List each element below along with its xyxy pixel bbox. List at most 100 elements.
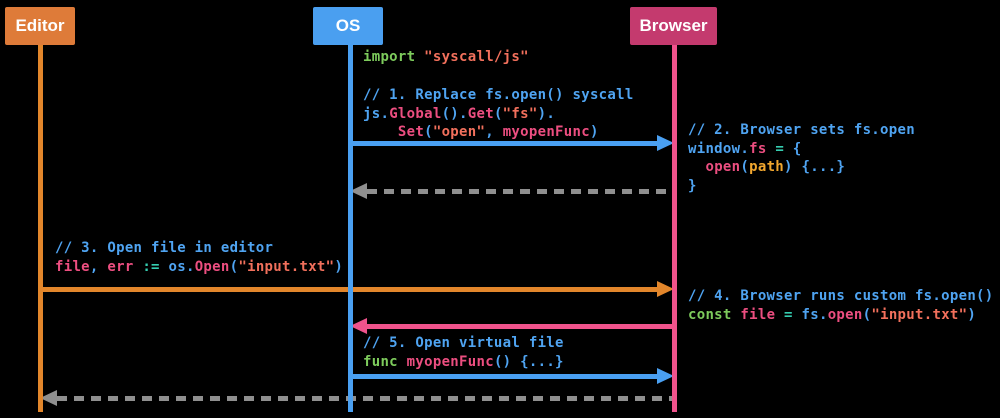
code-line: func myopenFunc() {...} — [363, 353, 564, 372]
lifeline-browser — [671, 45, 677, 412]
code-token-op: = — [784, 306, 793, 323]
code-import-syscall: import "syscall/js" — [363, 48, 529, 67]
message-line — [350, 373, 657, 379]
code-token-string: "fs" — [502, 105, 538, 122]
code-token-ident: err — [107, 258, 134, 275]
actor-label-browser: Browser — [639, 16, 708, 35]
lifeline-editor — [37, 45, 43, 412]
code-token-plain: window. — [688, 140, 750, 157]
arrowhead-right-icon — [657, 281, 674, 297]
code-token-ident: open — [705, 159, 741, 175]
arrowhead-left-icon — [350, 318, 367, 334]
code-line: // 1. Replace fs.open() syscall — [363, 86, 634, 105]
code-line: open(path) {...} — [688, 158, 915, 177]
arrowhead-right-icon — [657, 368, 674, 384]
code-token-plain: ) {...} — [784, 159, 846, 175]
code-token-plain: , — [89, 258, 108, 275]
code-token-plain: ( — [229, 258, 239, 275]
message-arrow-return-ack-2 — [40, 390, 674, 406]
code-token-ident: Global — [389, 105, 442, 122]
code-step4-browser-runs-custom: // 4. Browser runs custom fs.open() const… — [688, 287, 994, 324]
code-line: } — [688, 177, 915, 196]
code-token-ident: Open — [194, 258, 230, 275]
code-token-ident: file — [740, 306, 776, 323]
code-line: // 5. Open virtual file — [363, 334, 564, 353]
code-token-string: "open" — [432, 124, 486, 140]
code-token-ident: Get — [467, 105, 494, 122]
code-token-comment: // 3. Open file in editor — [55, 240, 274, 256]
code-step3-open-file-in-editor: // 3. Open file in editor file, err := os… — [55, 239, 343, 276]
code-token-plain: js. — [363, 105, 390, 122]
code-line: // 4. Browser runs custom fs.open() — [688, 287, 994, 306]
code-token-plain: ( — [493, 105, 503, 122]
code-line: // 3. Open file in editor — [55, 239, 343, 258]
code-token-param: path — [749, 159, 785, 175]
code-token-string: "syscall/js" — [424, 49, 529, 65]
code-token-plain — [134, 259, 143, 275]
code-line: const file = fs.open("input.txt") — [688, 306, 994, 325]
code-token-plain: ( — [862, 306, 872, 323]
code-token-plain — [775, 307, 784, 323]
code-step1-replace-syscall: // 1. Replace fs.open() syscall js.Global… — [363, 86, 634, 142]
code-token-op: = — [775, 140, 785, 157]
message-arrow-open-file — [40, 281, 674, 297]
message-line — [57, 395, 674, 401]
code-token-keyword: const — [688, 306, 732, 323]
lifeline-os — [347, 45, 353, 412]
message-line — [367, 323, 674, 329]
code-token-comment: // 5. Open virtual file — [363, 335, 564, 351]
code-token-ident: fs — [749, 140, 767, 157]
message-line — [367, 188, 674, 194]
code-line: // 2. Browser sets fs.open — [688, 121, 915, 140]
code-token-plain: ) — [589, 124, 599, 140]
message-arrow-return-ack-1 — [350, 183, 674, 199]
arrowhead-left-icon — [350, 183, 367, 199]
code-token-plain: os. — [159, 258, 195, 275]
actor-box-editor: Editor — [5, 7, 75, 45]
code-token-ident: myopenFunc — [406, 353, 494, 370]
code-token-ident: myopenFunc — [502, 124, 590, 140]
code-token-op: := — [142, 258, 160, 275]
code-token-comment: // 1. Replace fs.open() syscall — [363, 87, 634, 103]
code-token-keyword: import — [363, 49, 416, 65]
actor-box-browser: Browser — [630, 7, 717, 45]
message-line — [350, 140, 657, 146]
code-step5-open-virtual-file: // 5. Open virtual file func myopenFunc()… — [363, 334, 564, 371]
code-token-plain: ) — [967, 306, 977, 323]
arrowhead-right-icon — [657, 135, 674, 151]
code-token-plain: fs. — [792, 306, 828, 323]
code-token-plain: ) — [334, 258, 344, 275]
code-line: file, err := os.Open("input.txt") — [55, 258, 343, 277]
code-token-ident: file — [55, 258, 90, 275]
code-line: Set("open", myopenFunc) — [363, 123, 634, 142]
code-token-keyword: func — [363, 353, 398, 370]
code-token-plain: , — [485, 124, 503, 140]
code-token-ident: open — [827, 306, 863, 323]
code-line: js.Global().Get("fs"). — [363, 105, 634, 124]
message-arrow-call-fs-open — [350, 318, 674, 334]
code-token-string: "input.txt" — [871, 306, 968, 323]
code-token-plain — [688, 159, 705, 175]
code-token-plain: ). — [537, 105, 556, 122]
code-token-plain — [767, 141, 776, 157]
arrowhead-left-icon — [40, 390, 57, 406]
code-token-plain: { — [784, 140, 802, 157]
actor-label-os: OS — [335, 16, 361, 35]
code-token-comment: // 4. Browser runs custom fs.open() — [688, 288, 994, 304]
code-token-plain — [415, 49, 424, 65]
actor-label-editor: Editor — [15, 16, 65, 35]
code-line: import "syscall/js" — [363, 48, 529, 67]
code-token-plain: () {...} — [493, 353, 564, 370]
code-token-plain: ( — [424, 124, 433, 140]
code-line: window.fs = { — [688, 140, 915, 159]
code-token-ident: Set — [397, 124, 425, 140]
message-arrow-open-virtual-file — [350, 368, 674, 384]
code-token-comment: // 2. Browser sets fs.open — [688, 122, 915, 138]
code-token-plain: ( — [740, 159, 750, 175]
actor-box-os: OS — [313, 7, 383, 45]
code-token-plain: } — [688, 177, 697, 194]
code-token-string: "input.txt" — [238, 258, 335, 275]
message-arrow-replace-fs-open — [350, 135, 674, 151]
